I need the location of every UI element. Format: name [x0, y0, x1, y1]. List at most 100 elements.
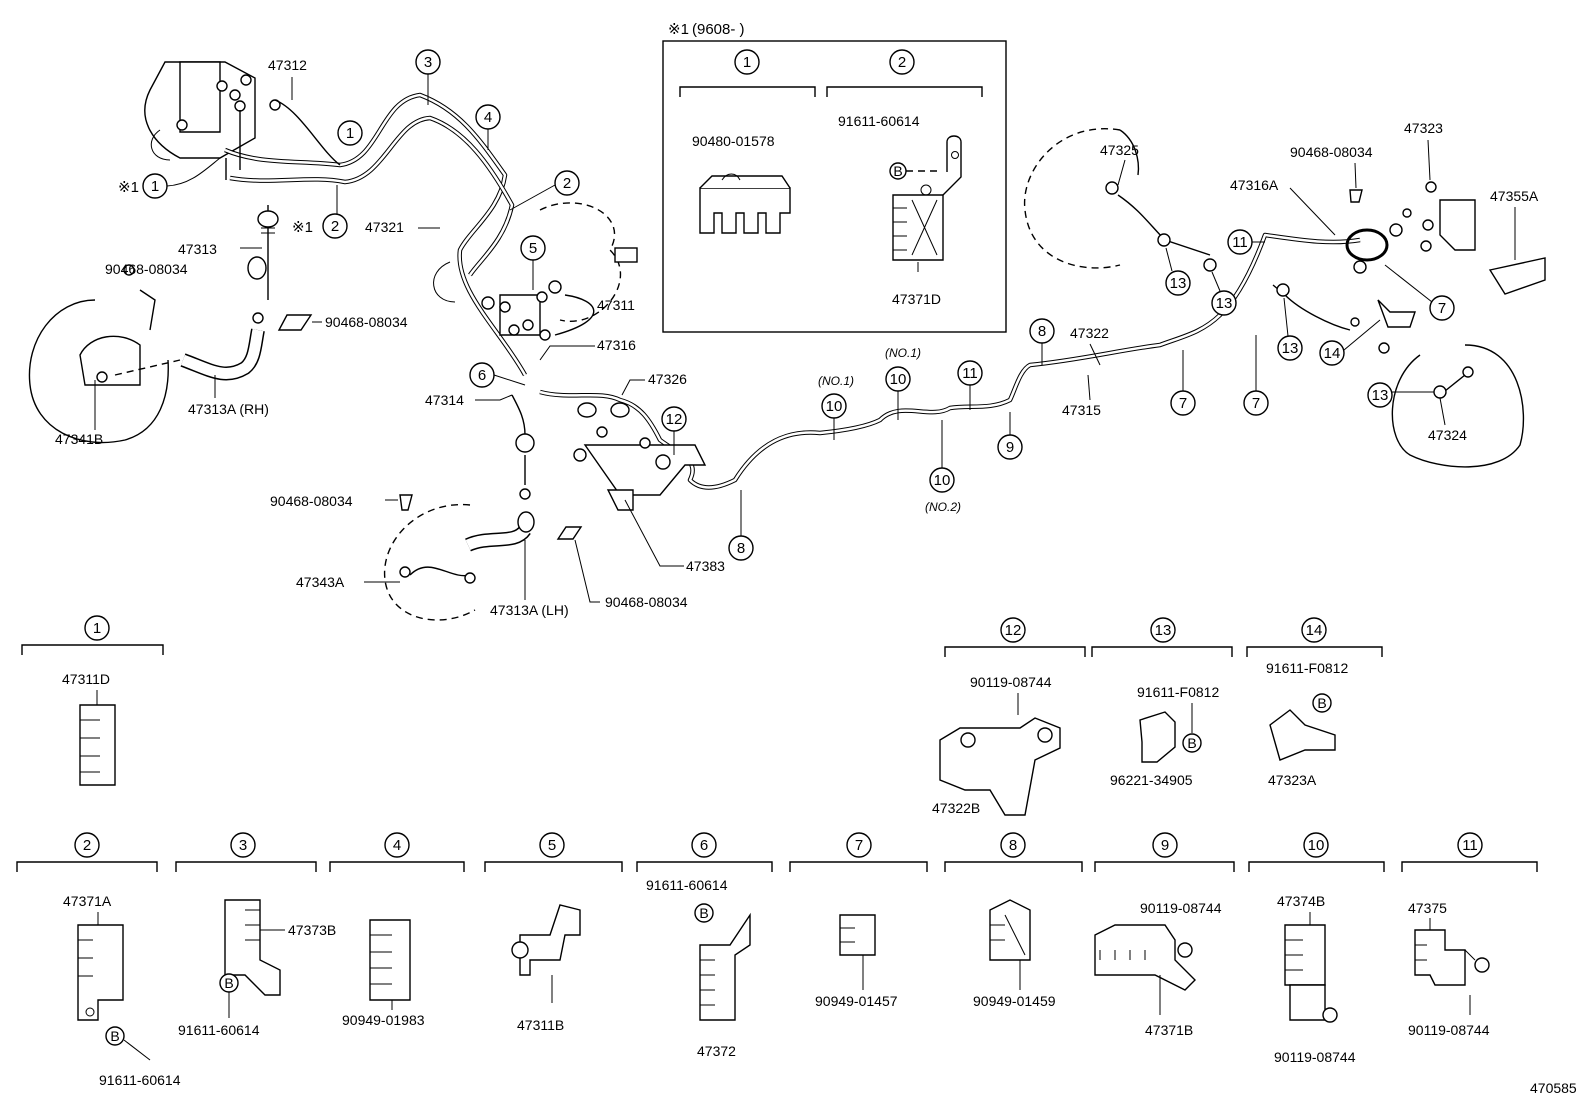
label-47355A: 47355A: [1490, 188, 1539, 204]
label-90468-08034-d: 90468-08034: [605, 594, 688, 610]
callout-3: 3: [424, 54, 432, 71]
callout-1: 1: [346, 125, 354, 142]
label-47313A-lh: 47313A (LH): [490, 602, 569, 618]
label-47324: 47324: [1428, 427, 1467, 443]
label-no2: (NO.2): [925, 500, 961, 514]
label-47325: 47325: [1100, 142, 1139, 158]
detail-7: 7 90949-01457: [789, 832, 928, 1009]
detail-13-bolt: 91611-F0812: [1137, 684, 1219, 700]
detail-9-bolt: 90119-08744: [1140, 900, 1222, 916]
detail-7-ref: 7: [855, 837, 863, 854]
label-47321: 47321: [365, 219, 404, 235]
label-90468-08034-a: 90468-08034: [105, 261, 188, 277]
figure-id: 470585: [1530, 1080, 1577, 1096]
callout-8-right: 8: [1038, 323, 1046, 340]
detail-2-b-marker: B: [110, 1028, 119, 1044]
detail-1-ref: 1: [93, 620, 101, 637]
front-brake-lines: [224, 92, 527, 377]
detail-14: 14 91611-F0812 B 47323A: [1246, 617, 1383, 788]
detail-11-bolt: 90119-08744: [1408, 1022, 1490, 1038]
detail-13: 13 91611-F0812 B 96221-34905: [1091, 617, 1233, 788]
callout-2-front-label: 2: [331, 218, 339, 235]
label-47383: 47383: [686, 558, 725, 574]
callout-6: 6: [478, 367, 486, 384]
callout-13-b: 13: [1216, 295, 1233, 312]
callout-10-bottom: 10: [934, 472, 951, 489]
clamp-47371D-drawing: B: [889, 135, 962, 272]
detail-13-ref: 13: [1155, 622, 1172, 639]
detail-2-part: 47371A: [63, 893, 112, 909]
note-marker-1b: ※1: [292, 219, 313, 236]
label-90468-08034-e: 90468-08034: [1290, 144, 1373, 160]
rear-hose-and-bracket: [1272, 181, 1546, 331]
callout-5: 5: [529, 240, 537, 257]
valve-47311: [481, 280, 595, 341]
label-47326: 47326: [648, 371, 687, 387]
detail-4-part: 90949-01983: [342, 1012, 425, 1028]
label-47316A: 47316A: [1230, 177, 1279, 193]
detail-12-part: 47322B: [932, 800, 980, 816]
label-47311: 47311: [597, 297, 635, 313]
detail-9-ref: 9: [1161, 837, 1169, 854]
callout-4: 4: [484, 109, 492, 126]
callout-7-rear: 7: [1438, 300, 1446, 317]
detail-6-part: 47372: [697, 1043, 736, 1059]
detail-13-part: 96221-34905: [1110, 772, 1193, 788]
callout-2-front: [322, 213, 348, 239]
note-marker-1a: ※1: [118, 179, 139, 196]
detail-1-part: 47311D: [62, 671, 110, 687]
detail-3-bolt: 91611-60614: [178, 1022, 260, 1038]
label-47343A: 47343A: [296, 574, 345, 590]
inset-callout-2-label: 2: [898, 54, 906, 71]
detail-9-part: 47371B: [1145, 1022, 1193, 1038]
label-47341B: 47341B: [55, 431, 103, 447]
detail-1: 1 47311D: [21, 615, 164, 786]
inset-panel: ※1 (9608- ) 1 2 90480-01578 91611-60614 …: [662, 21, 1007, 333]
inset-callout-1-label: 1: [743, 54, 751, 71]
label-47313A-rh: 47313A (RH): [188, 401, 269, 417]
callout-11-rear: 11: [1232, 234, 1248, 251]
label-no1-right: (NO.1): [885, 346, 921, 360]
detail-3-b-marker: B: [224, 975, 233, 991]
detail-12-ref: 12: [1005, 622, 1022, 639]
callout-13-d: 13: [1372, 387, 1389, 404]
label-47323: 47323: [1404, 120, 1443, 136]
inset-note-prefix: ※1: [668, 21, 689, 38]
callout-11-center: 11: [962, 365, 978, 382]
detail-6: 6 91611-60614 B 47372: [636, 832, 773, 1059]
detail-8-part: 90949-01459: [973, 993, 1056, 1009]
callout-13-c: 13: [1282, 340, 1299, 357]
callout-9: 9: [1006, 439, 1014, 456]
clamp-90480-01578-drawing: [699, 173, 791, 234]
label-47315: 47315: [1062, 402, 1101, 418]
main-callouts: ※1 1 ※1 2 1 3 4 2 5 6 12 8 (NO.1) 10 (NO…: [118, 49, 1455, 561]
callout-7-right: 7: [1252, 395, 1260, 412]
inset-part-47371D: 47371D: [892, 291, 941, 307]
inset-bracket-2: [826, 86, 983, 97]
inset-callout-2: [889, 49, 915, 75]
detail-6-bolt: 91611-60614: [646, 877, 728, 893]
front-hose-rh: [252, 210, 313, 331]
callout-10-mid: 10: [890, 371, 907, 388]
detail-10-bolt: 90119-08744: [1274, 1049, 1356, 1065]
detail-6-ref: 6: [700, 837, 708, 854]
callout-1-front-label: 1: [151, 178, 159, 195]
center-pipes: [511, 232, 1361, 500]
detail-10: 10 47374B 90119-08744: [1248, 832, 1385, 1065]
label-47316: 47316: [597, 337, 636, 353]
detail-2-bolt: 91611-60614: [99, 1072, 181, 1088]
inset-callout-1: [734, 49, 760, 75]
detail-11-ref: 11: [1462, 837, 1478, 854]
detail-8-ref: 8: [1009, 837, 1017, 854]
rear-valve-bracket: [573, 426, 707, 511]
detail-10-ref: 10: [1308, 837, 1325, 854]
callout-12: 12: [666, 411, 683, 428]
detail-3: 3 47373B B 91611-60614: [175, 832, 336, 1038]
flex-hose-47313A-rh: [180, 256, 267, 381]
label-90468-08034-b: 90468-08034: [325, 314, 408, 330]
detail-4: 4 90949-01983: [329, 832, 465, 1028]
inset-part-90480-01578: 90480-01578: [692, 133, 775, 149]
detail-7-part: 90949-01457: [815, 993, 898, 1009]
detail-6-b-marker: B: [699, 905, 708, 921]
detail-11-part: 47375: [1408, 900, 1447, 916]
